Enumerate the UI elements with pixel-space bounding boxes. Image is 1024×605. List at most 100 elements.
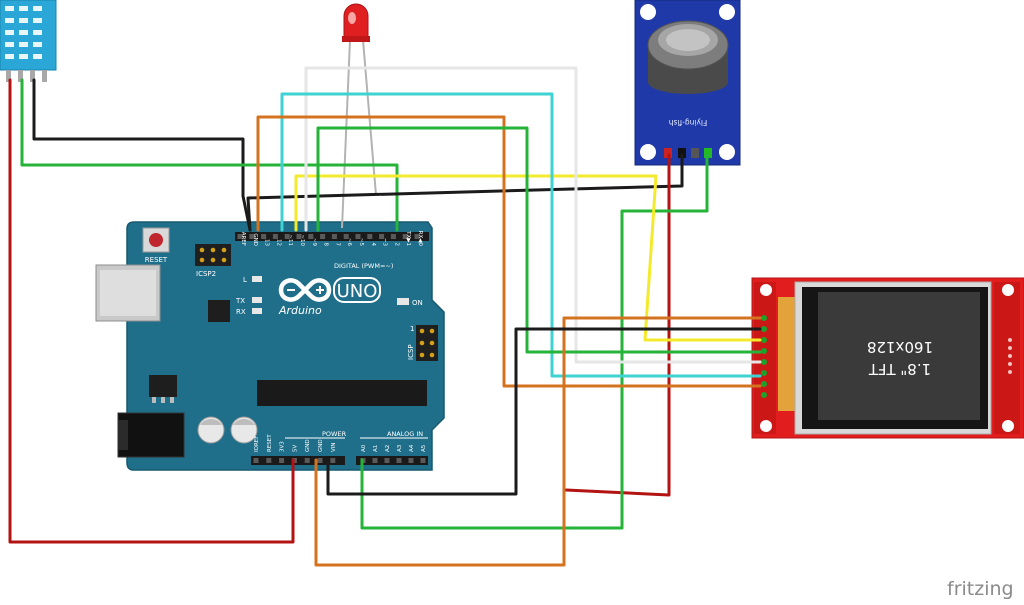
header-pin bbox=[272, 234, 278, 239]
pin-label: ~10 bbox=[299, 234, 305, 246]
l-led-label: L bbox=[243, 276, 247, 284]
analog-in-label: ANALOG IN bbox=[387, 430, 423, 438]
pin-label: GND bbox=[305, 439, 311, 452]
header-pin bbox=[355, 234, 361, 239]
pin-label: TX▶1 bbox=[405, 230, 411, 246]
tx-led bbox=[252, 297, 262, 303]
header-pin bbox=[330, 458, 336, 463]
pin-label: A0 bbox=[361, 444, 367, 452]
wires bbox=[8, 66, 762, 567]
dht-sensor bbox=[0, 0, 57, 82]
header-pin bbox=[296, 234, 302, 239]
pin-label: ~9 bbox=[311, 238, 317, 247]
header-pin bbox=[396, 458, 402, 463]
tx-led-label: TX bbox=[235, 297, 245, 305]
header-pin bbox=[308, 234, 314, 239]
arduino-infinity-logo bbox=[278, 278, 332, 302]
header-pin bbox=[279, 458, 285, 463]
power-pin-labels: IOREF RESET 3V3 5V GND GND VIN bbox=[253, 434, 337, 463]
pin-label: ~5 bbox=[358, 238, 364, 247]
pin-label: 7 bbox=[334, 243, 340, 247]
pin-label: IOREF bbox=[254, 436, 260, 452]
header-pin bbox=[249, 234, 255, 239]
pin-label: RX◀0 bbox=[417, 231, 423, 247]
pin-label: ~6 bbox=[346, 238, 352, 247]
arduino-pcb bbox=[126, 221, 445, 471]
arduino-uno-board: RESET ICSP 2 L TX RX ON UNO Arduino bbox=[95, 221, 445, 471]
pin-label: A3 bbox=[397, 444, 403, 452]
on-led-label: ON bbox=[412, 299, 423, 307]
pin-label: VIN bbox=[331, 443, 337, 453]
pin-label: A2 bbox=[385, 445, 391, 452]
pin-label: ~3 bbox=[382, 238, 388, 247]
pin-label: 5V bbox=[292, 445, 298, 452]
header-pin bbox=[414, 234, 420, 239]
tft-display-module: 1.8" TFT 160x128 bbox=[751, 277, 1024, 439]
pin-label: AREF bbox=[240, 232, 246, 246]
header-pin bbox=[420, 458, 426, 463]
header-pin bbox=[372, 458, 378, 463]
wire-red-dht-vcc bbox=[8, 78, 295, 544]
tft-pins bbox=[761, 315, 767, 398]
pin-label: RESET bbox=[267, 434, 273, 452]
l-led bbox=[252, 276, 262, 282]
header-pin bbox=[284, 234, 290, 239]
header-pin bbox=[320, 234, 326, 239]
pin-label: 13 bbox=[264, 239, 270, 246]
wire-black-tft-gnd bbox=[326, 327, 762, 496]
header-pin bbox=[390, 234, 396, 239]
power-label: POWER bbox=[322, 430, 347, 438]
header-pin bbox=[253, 458, 259, 463]
arduino-brand-label: Arduino bbox=[278, 304, 322, 317]
rx-led-label: RX bbox=[236, 308, 246, 316]
pin-label: A4 bbox=[409, 444, 415, 452]
wire-orange-tft-top bbox=[256, 115, 762, 388]
usb-chip bbox=[208, 300, 230, 322]
atmega-chip bbox=[257, 380, 427, 406]
pin-label: ~11 bbox=[287, 234, 293, 246]
wire-red-mq-vcc bbox=[564, 153, 671, 497]
wire-yellow-tft bbox=[294, 174, 762, 342]
header-pin bbox=[402, 234, 408, 239]
header-pin bbox=[384, 458, 390, 463]
header-pin bbox=[317, 458, 323, 463]
digital-pin-labels: AREF GND 13 12 ~11 ~10 ~9 8 7 ~6 ~5 4 ~3 2 TX▶1 RX◀0 bbox=[237, 230, 423, 247]
wire-black-mq-gnd bbox=[246, 153, 684, 232]
wire-green-tft bbox=[316, 126, 762, 354]
digital-pwm-label: DIGITAL (PWM=~) bbox=[334, 262, 393, 270]
reset-label: RESET bbox=[145, 256, 168, 264]
pin-label: A1 bbox=[373, 445, 379, 452]
wire-orange-tft-power bbox=[314, 316, 762, 567]
wire-cyan-tft bbox=[280, 92, 762, 378]
header-pin bbox=[304, 458, 310, 463]
wire-white-tft bbox=[304, 66, 762, 364]
pin-label: GND bbox=[252, 233, 258, 246]
icsp-label: ICSP bbox=[407, 344, 415, 360]
uno-label: UNO bbox=[337, 281, 378, 302]
header-pin bbox=[408, 458, 414, 463]
icsp-pin1-label: 1 bbox=[410, 325, 414, 333]
header-pin bbox=[331, 234, 337, 239]
header-pin bbox=[379, 234, 385, 239]
voltage-regulator bbox=[149, 375, 177, 397]
mq-sensor-label: Flying-fish bbox=[668, 118, 707, 127]
header-pin bbox=[266, 458, 272, 463]
pin-label: 2 bbox=[393, 243, 399, 247]
pin-label: 4 bbox=[370, 243, 376, 247]
pin-label: 3V3 bbox=[280, 441, 286, 452]
header-pin bbox=[261, 234, 267, 239]
icsp-header bbox=[416, 325, 438, 361]
icsp2-header bbox=[195, 244, 231, 266]
on-led bbox=[397, 298, 409, 305]
pin-label: 8 bbox=[323, 243, 329, 247]
header-pin bbox=[343, 234, 349, 239]
tft-label-resolution: 160x128 bbox=[867, 338, 933, 356]
pin-label: A5 bbox=[421, 444, 427, 452]
pin-label: 12 bbox=[275, 239, 281, 246]
pin-label: GND bbox=[318, 439, 324, 452]
wire-green-dht-data bbox=[20, 78, 399, 232]
wire-green-mq-signal bbox=[360, 153, 709, 530]
fritzing-watermark: fritzing bbox=[947, 578, 1014, 600]
mq-gas-sensor: Flying-fish bbox=[634, 0, 741, 166]
